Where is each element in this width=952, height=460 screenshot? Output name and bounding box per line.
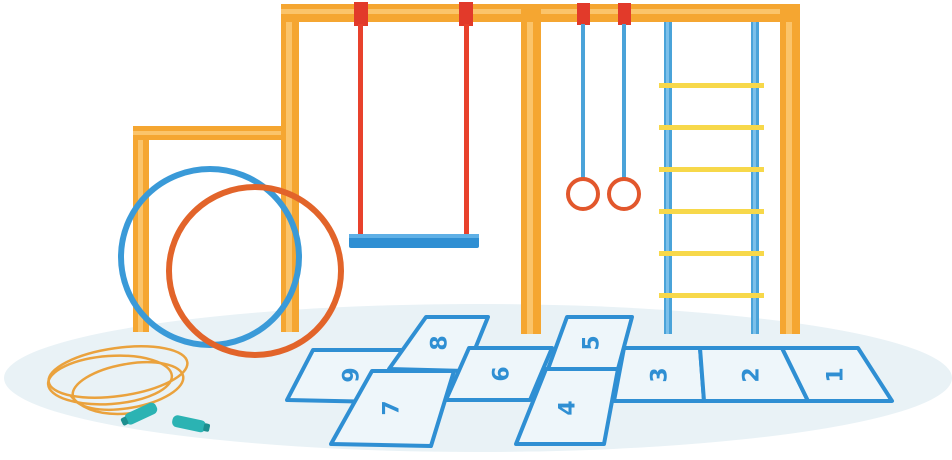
hopscotch-number-9: 9 bbox=[340, 367, 365, 382]
hula-hoop-icon bbox=[118, 166, 344, 358]
hopscotch-number-4: 4 bbox=[556, 400, 581, 415]
climbing-ladder-icon bbox=[659, 22, 764, 334]
hopscotch-number-1: 1 bbox=[824, 367, 849, 382]
hopscotch-number-8: 8 bbox=[428, 335, 453, 350]
hopscotch-number-5: 5 bbox=[580, 335, 605, 350]
swing-icon bbox=[349, 2, 479, 248]
gym-rings-icon bbox=[566, 3, 641, 211]
hopscotch-number-2: 2 bbox=[740, 367, 765, 382]
hopscotch-number-3: 3 bbox=[648, 367, 673, 382]
hopscotch-icon bbox=[285, 315, 894, 448]
hopscotch-square-4 bbox=[514, 367, 620, 446]
jump-rope-icon bbox=[46, 345, 211, 433]
hopscotch-square-1 bbox=[780, 346, 894, 403]
hopscotch-square-7 bbox=[329, 369, 456, 448]
hopscotch-square-6 bbox=[444, 346, 554, 402]
hopscotch-number-6: 6 bbox=[490, 366, 515, 381]
hopscotch-number-7: 7 bbox=[380, 400, 405, 415]
playground-frame-icon bbox=[133, 4, 800, 334]
